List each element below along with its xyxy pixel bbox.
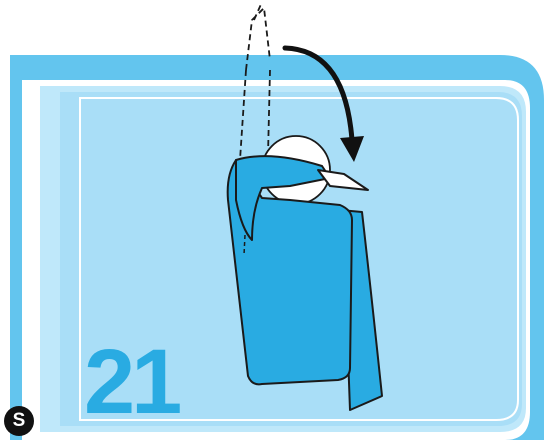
side-badge: S: [4, 406, 34, 436]
step-number: 21: [84, 336, 178, 428]
